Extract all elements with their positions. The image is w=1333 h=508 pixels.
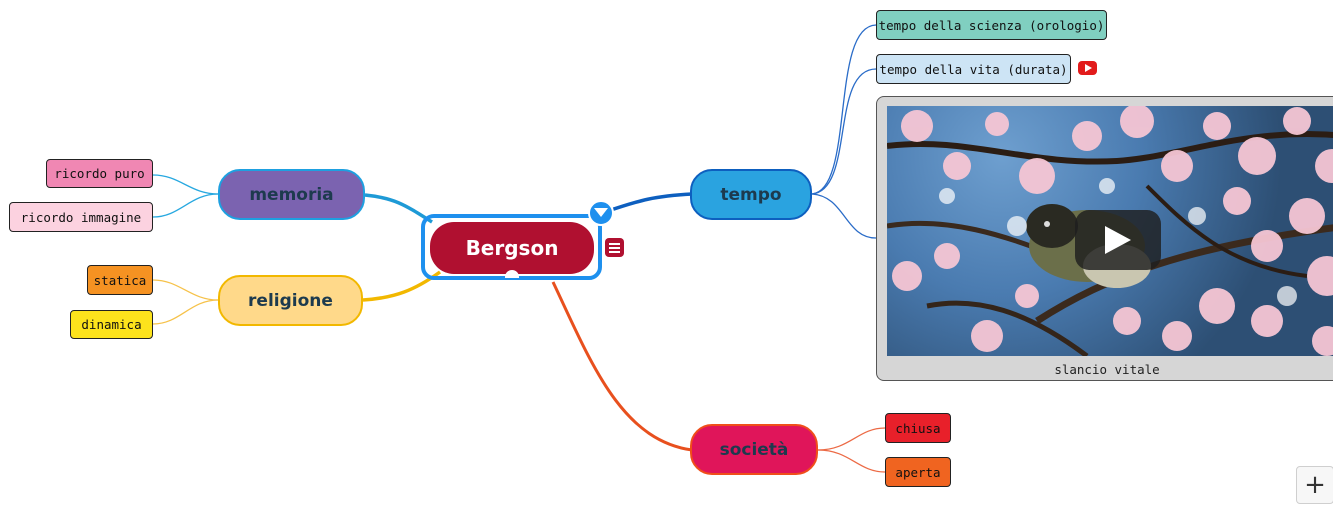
node-religione[interactable]: religione — [218, 275, 363, 326]
zoom-in-button[interactable]: + — [1296, 466, 1333, 504]
root-notch — [505, 270, 519, 278]
link-tempo-vita — [811, 68, 877, 195]
node-statica[interactable]: statica — [87, 265, 153, 295]
youtube-play-glyph — [1084, 64, 1092, 72]
link-memoria-ricordo-puro — [152, 174, 219, 195]
video-thumbnail[interactable] — [887, 106, 1333, 356]
video-caption: slancio vitale — [1054, 361, 1160, 377]
play-icon — [1105, 226, 1131, 254]
note-icon[interactable] — [605, 238, 624, 257]
play-button[interactable] — [1075, 210, 1161, 270]
node-societa[interactable]: società — [690, 424, 818, 475]
node-aperta[interactable]: aperta — [885, 457, 951, 487]
node-tempo[interactable]: tempo — [690, 169, 812, 220]
node-chiusa[interactable]: chiusa — [885, 413, 951, 443]
link-memoria-ricordo-immagine — [152, 193, 219, 218]
link-religione-dinamica — [152, 299, 219, 325]
link-societa-aperta — [817, 449, 886, 473]
link-root-tempo — [604, 192, 693, 214]
node-ricordo-puro[interactable]: ricordo puro — [46, 159, 153, 188]
node-bergson[interactable]: Bergson — [430, 222, 594, 274]
link-root-memoria — [364, 193, 433, 224]
node-ricordo-immagine[interactable]: ricordo immagine — [9, 202, 153, 232]
link-religione-statica — [152, 279, 219, 301]
root-selection-frame — [421, 214, 602, 280]
link-tempo-video — [811, 193, 877, 239]
link-societa-chiusa — [817, 427, 886, 451]
node-tempo-della-scienza[interactable]: tempo della scienza (orologio) — [876, 10, 1107, 40]
youtube-icon[interactable] — [1078, 61, 1097, 75]
link-tempo-scienza — [811, 24, 877, 195]
collapse-toggle-icon[interactable] — [588, 200, 614, 226]
video-node[interactable]: slancio vitale — [876, 96, 1333, 381]
triangle-down-icon — [594, 208, 608, 217]
node-memoria[interactable]: memoria — [218, 169, 365, 220]
node-dinamica[interactable]: dinamica — [70, 310, 153, 339]
link-root-societa — [551, 281, 693, 452]
node-tempo-della-vita[interactable]: tempo della vita (durata) — [876, 54, 1071, 84]
